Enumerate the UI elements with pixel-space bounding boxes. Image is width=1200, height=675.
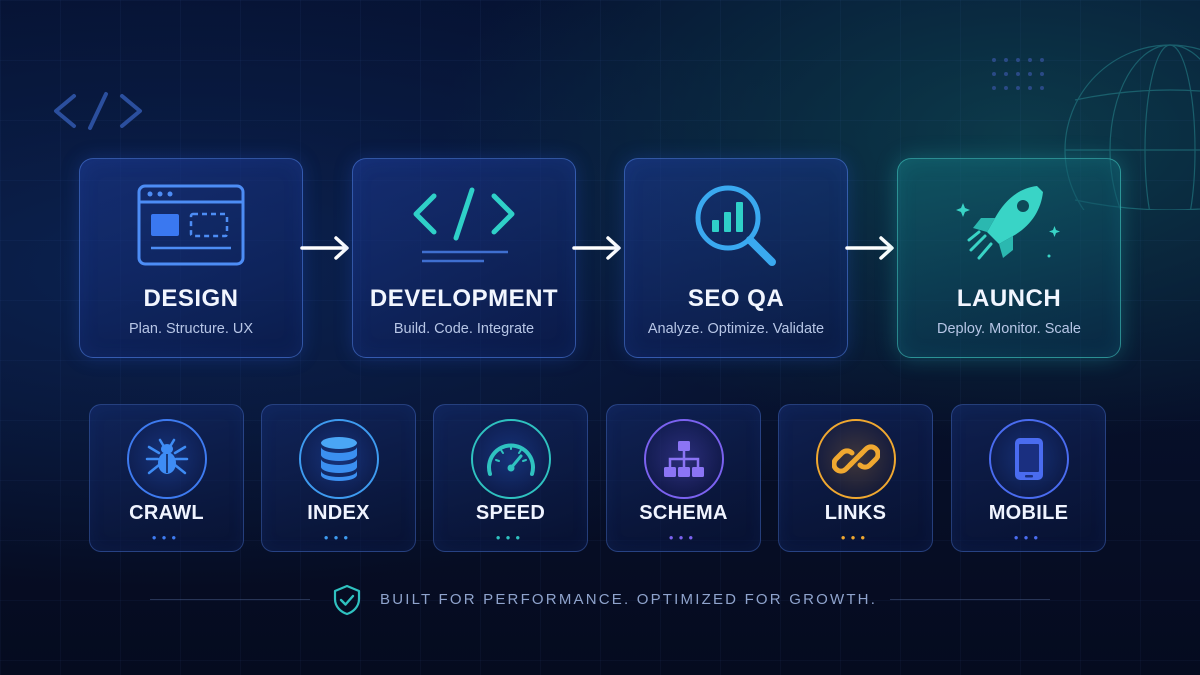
dot-matrix-decor bbox=[992, 58, 1044, 90]
rocket-icon bbox=[898, 181, 1120, 269]
speedometer-icon bbox=[470, 419, 551, 499]
link-icon bbox=[815, 419, 896, 499]
stage-subtitle: Plan. Structure. UX bbox=[128, 321, 254, 337]
metric-label: MOBILE bbox=[988, 502, 1069, 524]
browser-layout-icon bbox=[80, 181, 302, 269]
pagination-dots: ●●● bbox=[151, 533, 182, 542]
metric-card-index[interactable]: INDEX ●●● bbox=[261, 404, 416, 552]
shield-check-icon bbox=[333, 584, 361, 616]
metric-card-mobile[interactable]: MOBILE ●●● bbox=[951, 404, 1106, 552]
stage-title: DESIGN bbox=[143, 285, 239, 312]
stage-subtitle: Analyze. Optimize. Validate bbox=[647, 321, 825, 337]
metric-card-speed[interactable]: SPEED ●●● bbox=[433, 404, 588, 552]
metric-label: CRAWL bbox=[129, 502, 204, 524]
divider bbox=[890, 599, 1050, 600]
stage-card-design[interactable]: DESIGN Plan. Structure. UX bbox=[79, 158, 303, 358]
stage-card-launch[interactable]: LAUNCH Deploy. Monitor. Scale bbox=[897, 158, 1121, 358]
arrow-right-icon bbox=[845, 236, 894, 260]
stage-subtitle: Deploy. Monitor. Scale bbox=[937, 321, 1081, 337]
stage-card-seo-qa[interactable]: SEO QA Analyze. Optimize. Validate bbox=[624, 158, 848, 358]
stage-subtitle: Build. Code. Integrate bbox=[393, 321, 535, 337]
code-decor-icon bbox=[54, 92, 142, 130]
tagline-text: BUILT FOR PERFORMANCE. OPTIMIZED FOR GRO… bbox=[380, 591, 878, 608]
sitemap-icon bbox=[643, 419, 724, 499]
pagination-dots: ●●● bbox=[495, 533, 526, 542]
stage-title: LAUNCH bbox=[956, 285, 1062, 312]
arrow-right-icon bbox=[572, 236, 621, 260]
stage-title: SEO QA bbox=[687, 285, 785, 312]
pagination-dots: ●●● bbox=[323, 533, 354, 542]
divider bbox=[150, 599, 310, 600]
stage-title: DEVELOPMENT bbox=[369, 285, 559, 312]
spider-icon bbox=[126, 419, 207, 499]
code-icon bbox=[353, 181, 575, 269]
pagination-dots: ●●● bbox=[668, 533, 699, 542]
metric-card-schema[interactable]: SCHEMA ●●● bbox=[606, 404, 761, 552]
metric-label: SPEED bbox=[475, 502, 546, 524]
pagination-dots: ●●● bbox=[840, 533, 871, 542]
metric-label: SCHEMA bbox=[639, 502, 728, 524]
metric-card-crawl[interactable]: CRAWL ●●● bbox=[89, 404, 244, 552]
arrow-right-icon bbox=[300, 236, 349, 260]
metric-card-links[interactable]: LINKS ●●● bbox=[778, 404, 933, 552]
footer-tagline: BUILT FOR PERFORMANCE. OPTIMIZED FOR GRO… bbox=[0, 584, 1200, 616]
pagination-dots: ●●● bbox=[1013, 533, 1044, 542]
metric-label: INDEX bbox=[307, 502, 370, 524]
database-icon bbox=[298, 419, 379, 499]
mobile-icon bbox=[988, 419, 1069, 499]
stage-card-development[interactable]: DEVELOPMENT Build. Code. Integrate bbox=[352, 158, 576, 358]
magnifier-chart-icon bbox=[625, 181, 847, 269]
metric-label: LINKS bbox=[824, 502, 887, 524]
